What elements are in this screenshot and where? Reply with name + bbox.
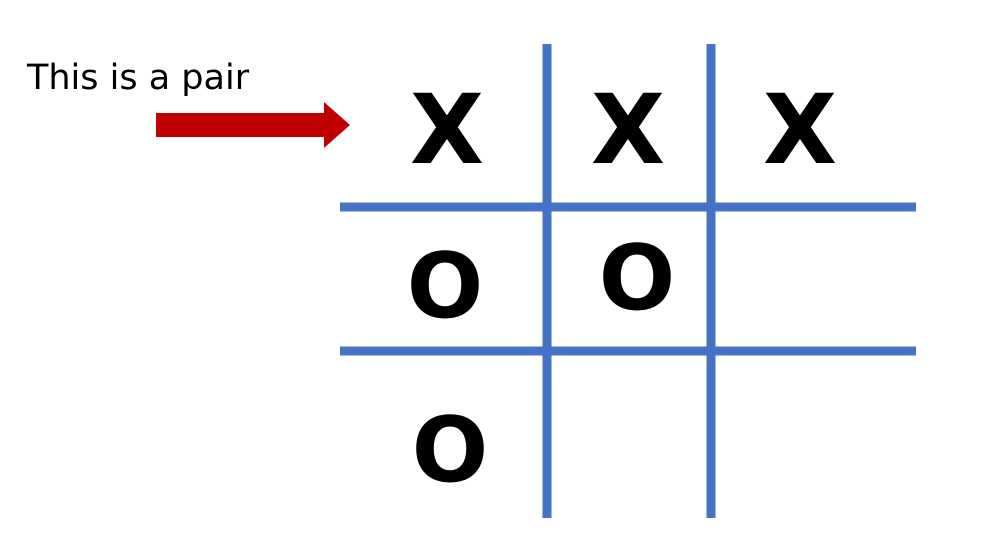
cell-r2-c1[interactable]: O xyxy=(406,234,484,339)
cell-r1-c2[interactable]: X xyxy=(590,74,665,186)
cell-r3-c1[interactable]: O xyxy=(411,398,489,503)
cell-r2-c2[interactable]: O xyxy=(598,226,676,331)
annotation-label: This is a pair xyxy=(27,58,250,98)
right-arrow-icon xyxy=(156,102,350,148)
cell-r1-c3[interactable]: X xyxy=(762,74,837,186)
cell-r1-c1[interactable]: X xyxy=(409,74,484,186)
tic-tac-toe-board: X X X O O O xyxy=(340,44,916,518)
board-grid xyxy=(340,44,916,518)
arrow-shape xyxy=(156,102,350,148)
